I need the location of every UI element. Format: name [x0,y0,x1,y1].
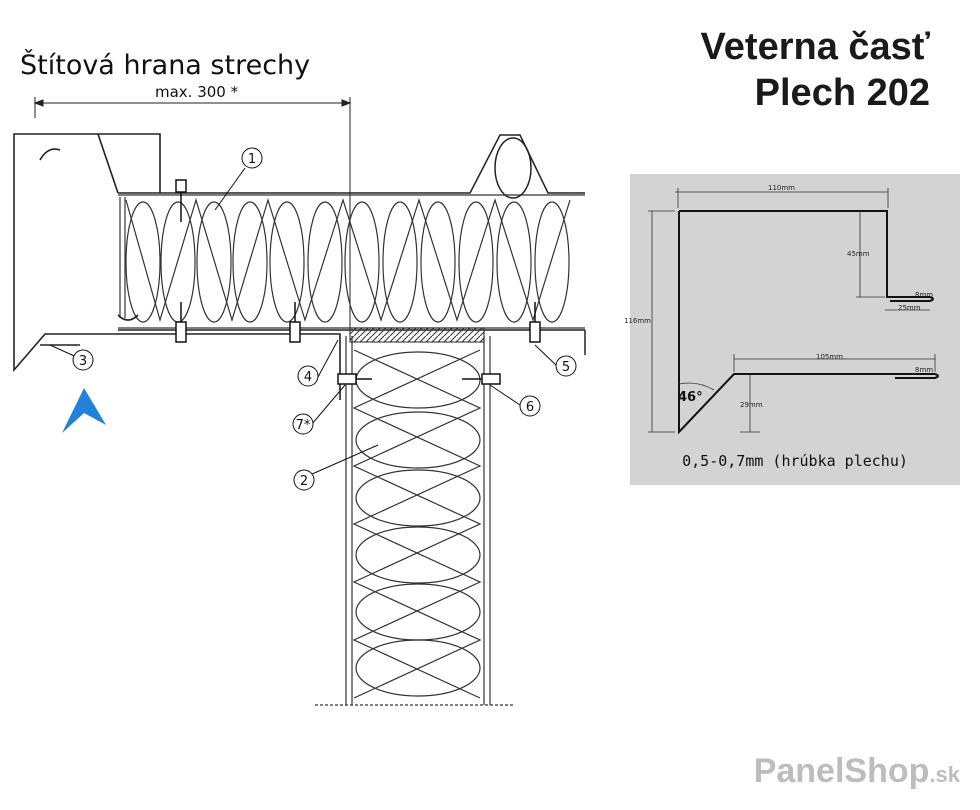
hem-bottom-label: 8mm [915,366,934,374]
profile-sheet [678,210,939,435]
profile-drawing [648,188,939,435]
callout-7-label: 7* [296,418,311,433]
profile-panel: 110mm 45mm 25mm 8mm 116mm 105mm 8mm 29mm… [624,174,960,485]
wall-panel [315,336,515,706]
callout-1-label: 1 [248,152,256,167]
thickness-label: 0,5-0,7mm (hrúbka plechu) [682,452,908,470]
callout-6-label: 6 [526,400,534,415]
section-title: Štítová hrana strechy [20,50,311,81]
callout-2: 2 [293,469,315,491]
dim-small-left-label: 29mm [740,401,763,409]
sealing-strip [349,327,485,343]
roof-panel-insulation [118,194,585,329]
heading-line1: Veterna časť [700,26,930,68]
dim-bottom-label: 105mm [816,353,843,361]
screws [175,179,541,385]
edge-flashing [13,133,341,400]
page-heading: Veterna časť Plech 202 [701,24,930,116]
angle-label: 46° [678,390,703,405]
wind-arrow-icon [62,388,106,433]
dim-height-label: 116mm [624,317,651,325]
hem-top-label: 8mm [915,291,934,299]
callout-5: 5 [555,355,577,377]
dim-return-label: 25mm [898,304,921,312]
dim-top-label: 110mm [768,184,795,192]
callout-7: 7* [292,413,314,435]
profile-dimensions [648,188,936,433]
callout-6: 6 [519,395,541,417]
dimension-line [33,97,352,335]
callout-3-label: 3 [79,354,87,369]
callout-1: 1 [241,147,263,169]
callout-2-label: 2 [300,474,308,489]
heading-line2: Plech 202 [754,72,930,114]
brand-logo: PanelShop.sk [754,752,960,791]
callout-3: 3 [72,349,94,371]
brand-tld: .sk [929,762,960,787]
dim-right-drop-label: 45mm [847,250,870,258]
brand-name: PanelShop [753,752,930,790]
dimension-max-label: max. 300 * [155,83,239,101]
roof-edge-drawing: 1 2 3 4 5 6 7* [13,97,586,706]
callout-5-label: 5 [562,360,570,375]
callout-4: 4 [297,365,319,387]
callout-4-label: 4 [304,370,312,385]
